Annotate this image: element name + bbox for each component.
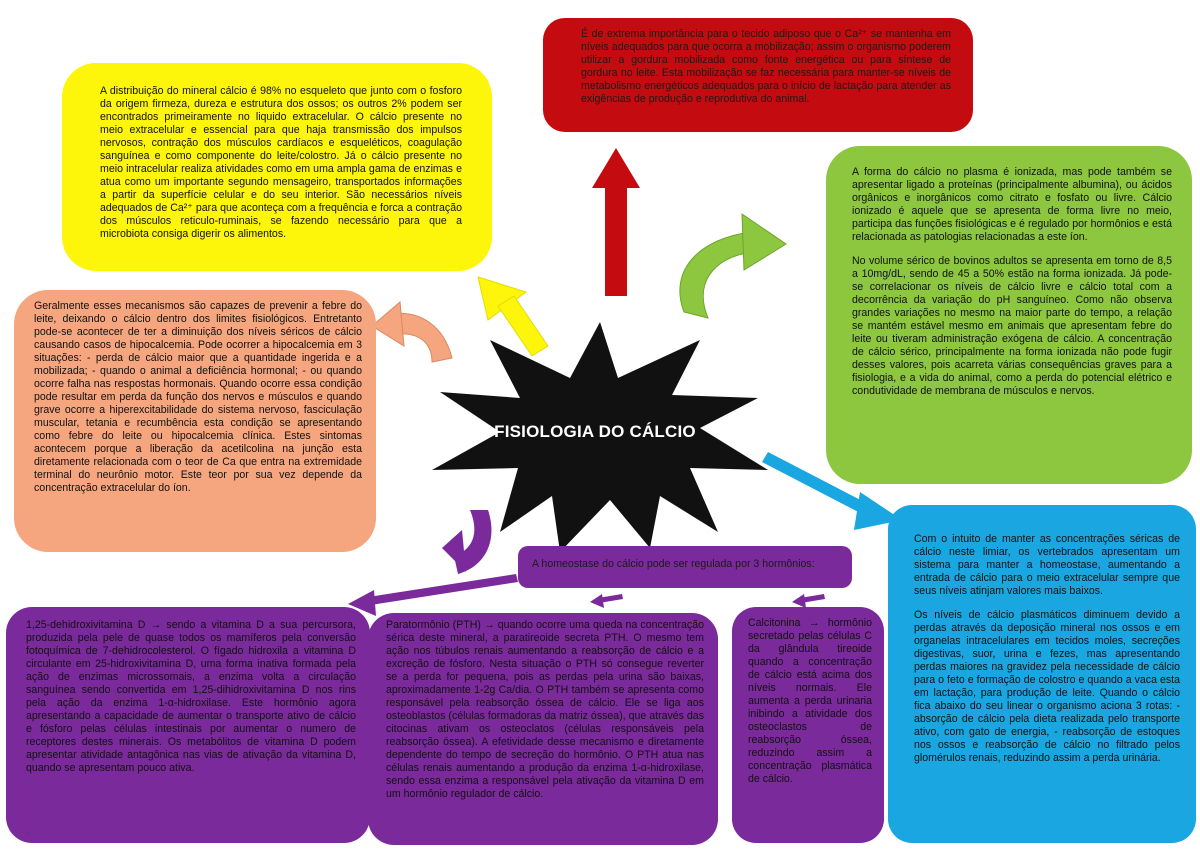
central-starburst: [432, 322, 768, 552]
plasma-calcium-text-2: No volume sérico de bovinos adultos se a…: [852, 255, 1172, 398]
hormones-header-box: A homeostase do cálcio pode ser regulada…: [518, 546, 852, 588]
pth-box: Paratormônio (PTH) → quando ocorre uma q…: [368, 613, 718, 845]
adipose-tissue-box: É de extrema importância para o tecido a…: [543, 18, 973, 132]
plasma-calcium-text-1: A forma do cálcio no plasma é ionizada, …: [852, 166, 1172, 244]
calcitonin-text: Calcitonina → hormônio secretado pelas c…: [748, 617, 872, 786]
center-title: FISIOLOGIA DO CÁLCIO: [494, 422, 696, 441]
vitamin-d-text: 1,25-dehidroxivitamina D → sendo a vitam…: [26, 619, 356, 775]
homeostasis-box: Com o intuito de manter as concentrações…: [888, 505, 1196, 843]
purple-arrow-left: [348, 574, 518, 616]
hypocalcemia-box: Geralmente esses mecanismos são capazes …: [14, 290, 376, 552]
homeostasis-text-2: Os níveis de cálcio plasmáticos diminuem…: [914, 609, 1180, 765]
red-arrow-up: [592, 148, 640, 296]
homeostasis-text-1: Com o intuito de manter as concentrações…: [914, 533, 1180, 598]
plasma-calcium-box: A forma do cálcio no plasma é ionizada, …: [826, 146, 1192, 484]
salmon-curved-arrow: [371, 300, 453, 363]
purple-arrow-mid: [590, 594, 623, 608]
vitamin-d-box: 1,25-dehidroxivitamina D → sendo a vitam…: [6, 607, 370, 843]
adipose-tissue-text: É de extrema importância para o tecido a…: [581, 28, 951, 106]
footnote-dot: .: [26, 826, 29, 836]
pth-text: Paratormônio (PTH) → quando ocorre uma q…: [386, 619, 704, 801]
calcitonin-box: Calcitonina → hormônio secretado pelas c…: [732, 607, 884, 843]
hypocalcemia-text: Geralmente esses mecanismos são capazes …: [34, 300, 362, 495]
calcium-distribution-text: A distribuição do mineral cálcio é 98% n…: [100, 85, 462, 241]
calcium-distribution-box: A distribuição do mineral cálcio é 98% n…: [62, 63, 492, 271]
yellow-arrow-up-left: [477, 276, 549, 357]
purple-arrow-right: [792, 594, 825, 608]
green-curved-arrow: [679, 213, 787, 319]
hormones-header-text: A homeostase do cálcio pode ser regulada…: [532, 558, 815, 570]
purple-curved-arrow-center: [442, 510, 492, 574]
